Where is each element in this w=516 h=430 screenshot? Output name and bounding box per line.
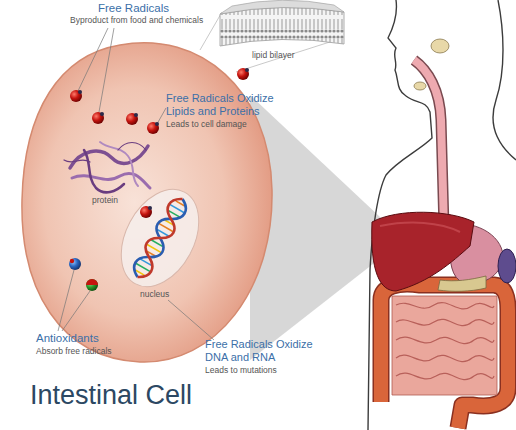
dna-helix — [130, 195, 191, 282]
callout-note: Leads to mutations — [205, 366, 277, 376]
leader-line — [157, 108, 166, 124]
antioxidant — [86, 279, 98, 291]
esophagus — [414, 60, 444, 228]
cell-nucleus: nucleus — [110, 178, 210, 308]
diagram-title: Intestinal Cell — [30, 380, 192, 411]
bilayer-surface — [220, 0, 344, 14]
bilayer-band — [220, 7, 344, 46]
liver — [372, 212, 474, 291]
callout-heading: Free Radicals Oxidize Lipids and Protein… — [166, 92, 292, 117]
callout-note: Leads to cell damage — [166, 120, 247, 130]
free-radical — [70, 90, 82, 102]
callout-heading: Free Radicals Oxidize DNA and RNA — [205, 338, 333, 363]
large-intestine-outline — [381, 284, 508, 428]
liver-highlight — [380, 223, 460, 232]
free-radical — [140, 206, 152, 218]
protein-ribbon — [64, 142, 150, 192]
leader-lines — [58, 28, 214, 340]
part-label: protein — [92, 196, 118, 206]
intestinal-cell — [22, 43, 272, 362]
free-radical — [92, 112, 104, 124]
antioxidant — [69, 258, 81, 270]
zoom-line — [236, 40, 336, 72]
free-radical — [147, 122, 159, 134]
callout-note: Byproduct from food and chemicals — [70, 16, 203, 26]
free-radical — [126, 113, 138, 125]
zoom-line — [200, 12, 222, 50]
callout-heading: Free Radicals — [98, 2, 169, 15]
large-intestine — [381, 284, 508, 428]
callout-note: Absorb free radicals — [36, 347, 112, 357]
body-back-line — [493, 0, 516, 160]
leader-line — [168, 300, 214, 340]
lipid-bilayer: lipid bilayer — [212, 0, 352, 68]
cell-nucleus-shape — [110, 178, 210, 308]
node-label: nucleus — [140, 290, 169, 300]
salivary-gland — [414, 82, 426, 90]
small-intestine — [392, 296, 497, 395]
leader-line — [62, 291, 90, 331]
body-outline — [368, 0, 516, 430]
pancreas — [438, 276, 486, 291]
nucleus-outline — [106, 176, 215, 300]
leader-line — [99, 28, 114, 112]
free-radical — [237, 68, 249, 80]
small-intestine-coils — [396, 303, 494, 380]
leader-line — [58, 270, 74, 331]
leader-line — [78, 28, 108, 91]
callout-heading: Antioxidants — [36, 332, 99, 345]
spleen — [498, 249, 516, 283]
esophagus-outline — [414, 60, 444, 228]
node-label: lipid bilayer — [252, 51, 295, 61]
salivary-gland — [431, 39, 449, 53]
